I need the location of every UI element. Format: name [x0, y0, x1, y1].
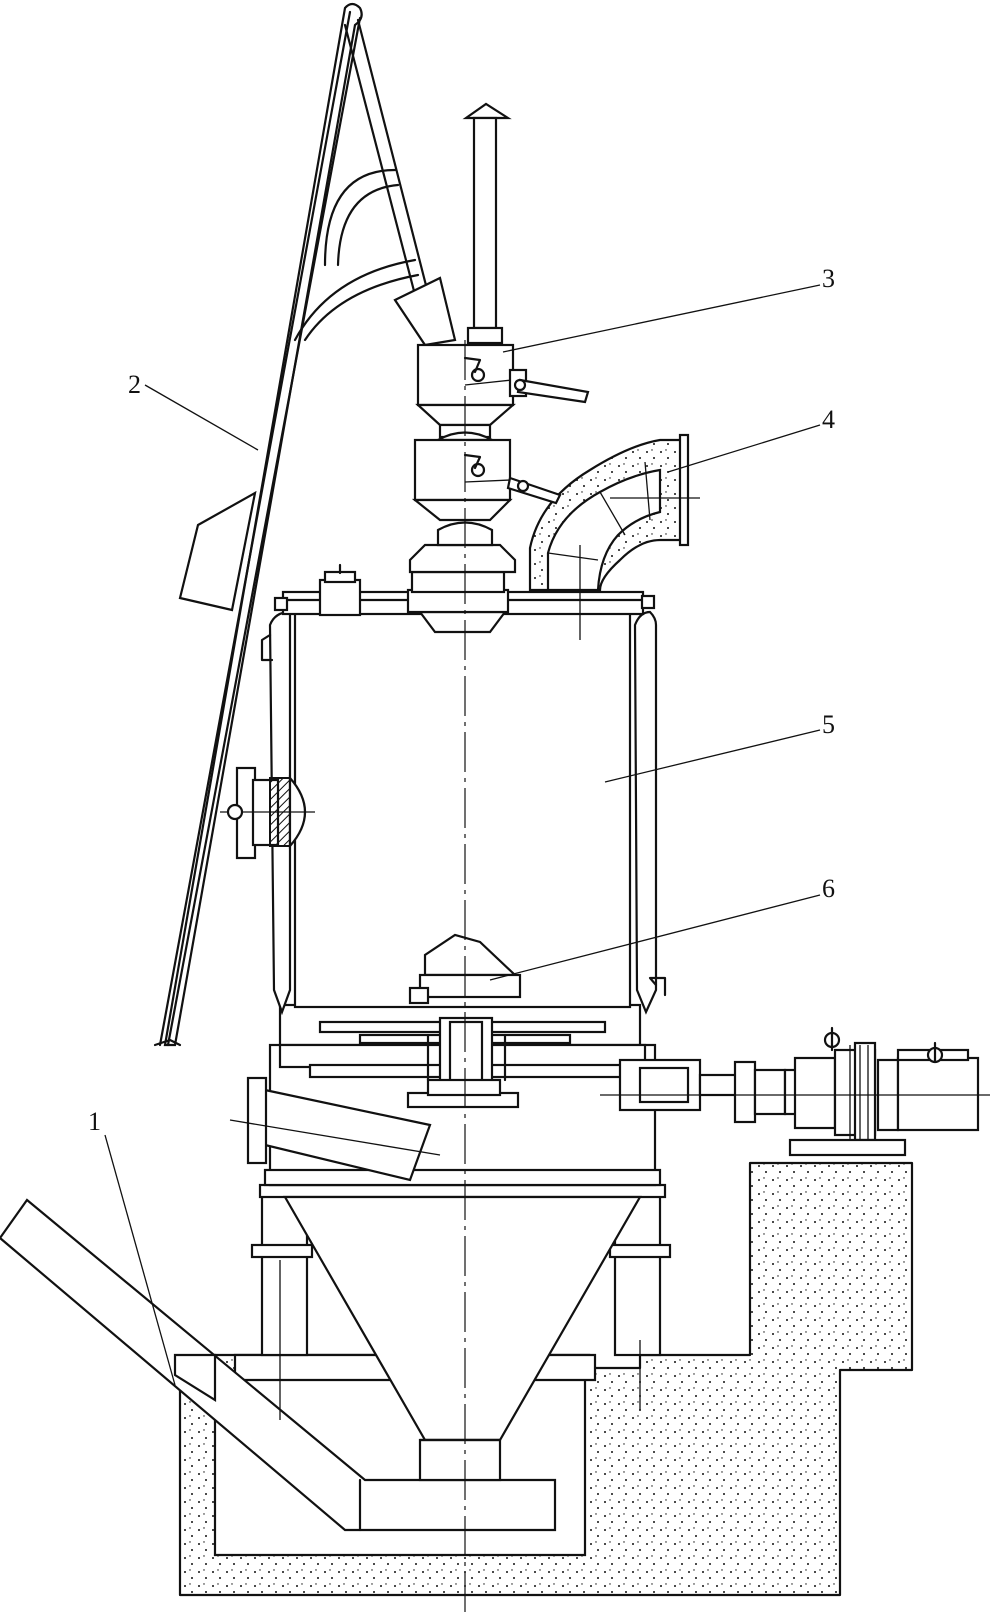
label-1: 1 [88, 1107, 101, 1136]
distributor-cap [408, 933, 522, 1005]
top-fittings [273, 543, 656, 634]
label-3: 3 [822, 264, 835, 293]
upper-valve [415, 343, 590, 439]
feed-elbow [528, 433, 700, 640]
leader-lines [104, 284, 821, 1386]
inclined-conveyor [0, 1198, 557, 1532]
vent-stack [462, 102, 512, 345]
sight-glass [220, 766, 315, 860]
lifting-arm [153, 2, 457, 1047]
label-4: 4 [822, 405, 835, 434]
discharge-cone [258, 1183, 667, 1482]
rotor-assembly [278, 1003, 647, 1109]
main-shell [220, 590, 667, 1016]
drive-unit [600, 1026, 990, 1157]
label-2: 2 [128, 370, 141, 399]
lower-valve [411, 431, 562, 547]
label-5: 5 [822, 710, 835, 739]
label-6: 6 [822, 874, 835, 903]
